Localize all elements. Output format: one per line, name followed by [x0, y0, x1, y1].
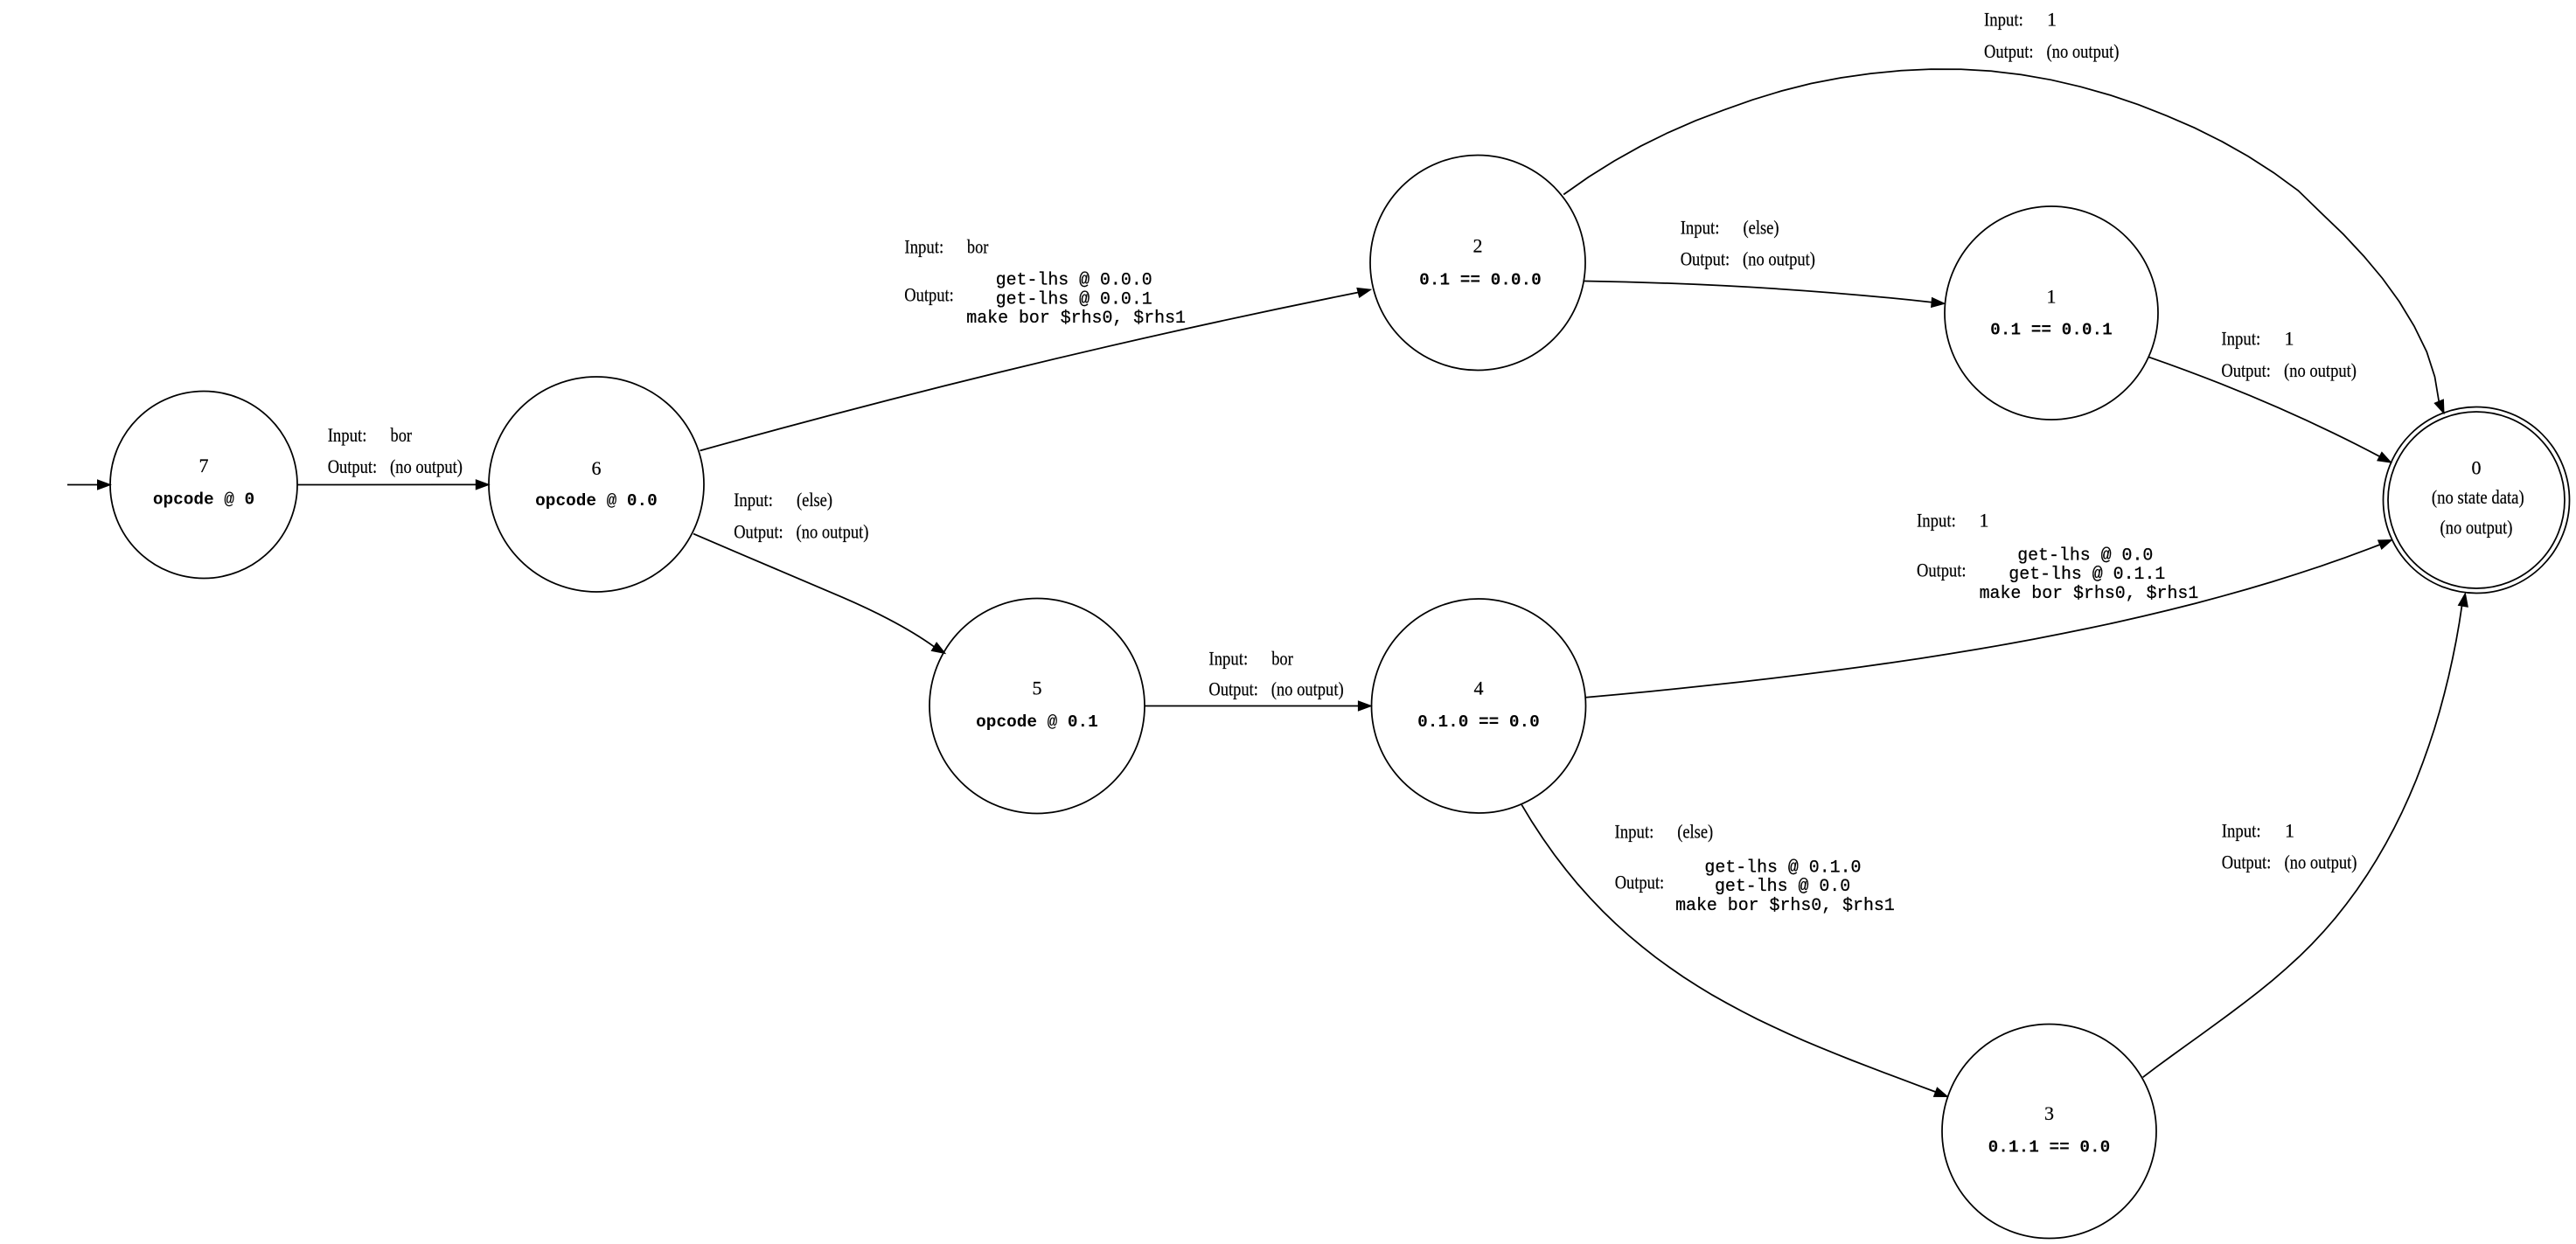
svg-text:(no output): (no output) [1271, 678, 1344, 699]
svg-text:(else): (else) [797, 489, 832, 511]
svg-text:Output:: Output: [904, 283, 954, 305]
svg-text:Output:: Output: [2222, 851, 2272, 873]
svg-text:2: 2 [1473, 235, 1483, 257]
svg-text:Output:: Output: [328, 455, 378, 477]
svg-text:Output:: Output: [1208, 678, 1258, 699]
svg-text:bor: bor [391, 424, 413, 446]
svg-text:(else): (else) [1677, 821, 1713, 843]
svg-text:(no output): (no output) [797, 520, 869, 542]
svg-text:opcode @ 0: opcode @ 0 [153, 490, 254, 510]
svg-text:bor: bor [967, 236, 989, 258]
svg-text:get-lhs @ 0.1.1: get-lhs @ 0.1.1 [2009, 564, 2165, 584]
svg-text:4: 4 [1474, 678, 1484, 699]
svg-text:1: 1 [1980, 510, 1989, 532]
svg-text:Input:: Input: [1208, 648, 1248, 670]
svg-text:1: 1 [2047, 9, 2057, 31]
svg-text:get-lhs @ 0.0.1: get-lhs @ 0.0.1 [996, 288, 1152, 309]
svg-text:0: 0 [2472, 457, 2482, 479]
svg-text:Input:: Input: [2222, 820, 2261, 842]
svg-text:5: 5 [1033, 678, 1042, 699]
svg-text:opcode @ 0.0: opcode @ 0.0 [535, 491, 658, 511]
svg-text:Output:: Output: [2221, 359, 2271, 381]
svg-text:get-lhs @ 0.0.0: get-lhs @ 0.0.0 [996, 270, 1152, 290]
svg-text:0.1.0 == 0.0: 0.1.0 == 0.0 [1417, 712, 1540, 732]
svg-text:0.1 == 0.0.0: 0.1 == 0.0.0 [1419, 271, 1542, 290]
svg-text:get-lhs @ 0.0: get-lhs @ 0.0 [2017, 546, 2153, 566]
svg-text:Input:: Input: [904, 236, 943, 258]
svg-text:Input:: Input: [1917, 510, 1956, 532]
svg-text:1: 1 [2285, 328, 2294, 350]
svg-text:Output:: Output: [1615, 871, 1665, 893]
svg-text:Output:: Output: [1917, 559, 1967, 580]
svg-text:make bor $rhs0, $rhs1: make bor $rhs0, $rhs1 [966, 308, 1186, 328]
svg-text:Input:: Input: [734, 489, 773, 511]
svg-text:(else): (else) [1744, 217, 1779, 239]
svg-text:Output:: Output: [1984, 40, 2034, 62]
svg-text:Output:: Output: [734, 520, 783, 542]
svg-text:Input:: Input: [1615, 821, 1654, 843]
svg-text:get-lhs @ 0.0: get-lhs @ 0.0 [1715, 876, 1850, 896]
svg-text:(no output): (no output) [390, 455, 463, 477]
svg-text:0.1.1 == 0.0: 0.1.1 == 0.0 [1988, 1138, 2111, 1157]
svg-text:3: 3 [2044, 1102, 2054, 1124]
svg-text:7: 7 [199, 455, 209, 476]
svg-text:Output:: Output: [1681, 248, 1730, 270]
svg-text:(no output): (no output) [2284, 359, 2357, 381]
svg-text:Input:: Input: [2221, 328, 2260, 350]
svg-text:opcode @ 0.1: opcode @ 0.1 [976, 712, 1098, 732]
svg-text:(no output): (no output) [2440, 517, 2513, 539]
svg-text:get-lhs @ 0.1.0: get-lhs @ 0.1.0 [1704, 858, 1861, 878]
svg-text:0.1 == 0.0.1: 0.1 == 0.0.1 [1990, 321, 2113, 340]
svg-text:make bor $rhs0, $rhs1: make bor $rhs0, $rhs1 [1980, 583, 2199, 603]
svg-text:1: 1 [2047, 286, 2057, 308]
svg-text:make bor $rhs0, $rhs1: make bor $rhs0, $rhs1 [1675, 895, 1895, 915]
svg-text:(no output): (no output) [1743, 248, 1815, 270]
svg-text:6: 6 [592, 457, 602, 479]
svg-text:bor: bor [1271, 648, 1293, 670]
svg-text:Input:: Input: [1984, 9, 2023, 31]
svg-text:Input:: Input: [328, 424, 367, 446]
svg-text:(no state data): (no state data) [2432, 486, 2524, 508]
svg-text:Input:: Input: [1681, 217, 1720, 239]
svg-text:(no output): (no output) [2047, 40, 2120, 62]
svg-text:(no output): (no output) [2285, 851, 2357, 873]
svg-text:1: 1 [2285, 820, 2294, 842]
